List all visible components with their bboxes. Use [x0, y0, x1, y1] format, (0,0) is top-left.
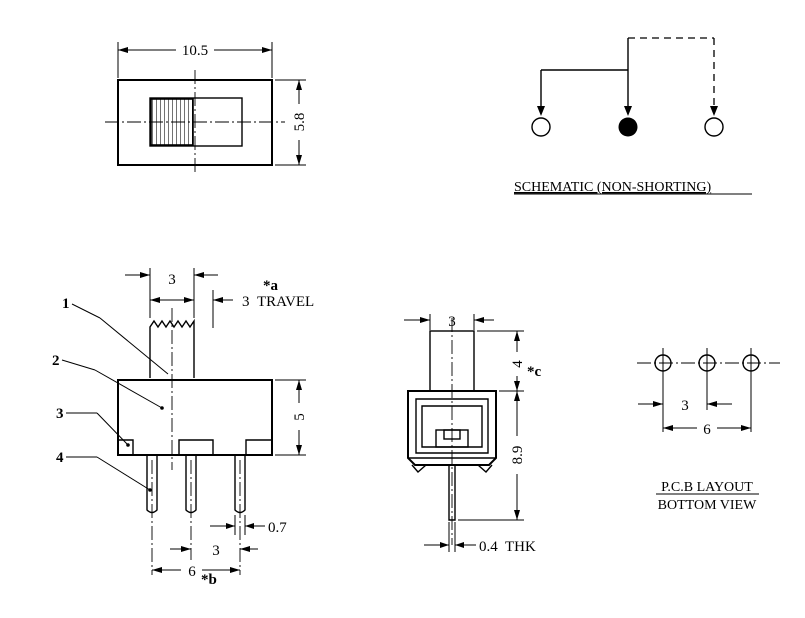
side-view-note-b: *b [201, 572, 217, 588]
end-view-pin [448, 465, 456, 521]
schematic-terminal-left [531, 117, 551, 137]
schematic: SCHEMATIC (NON-SHORTING) [514, 37, 752, 195]
side-view: 3 *a 3 TRAVEL 5 0.7 3 [52, 268, 314, 588]
pcb-span-dim: 6 [703, 422, 711, 438]
schematic-terminal-right [704, 117, 724, 137]
side-view-pin-pitch-dim: 3 [212, 543, 220, 559]
schematic-terminal-common [618, 117, 638, 137]
side-view-travel-dim: 3 [242, 294, 250, 310]
side-view-note-a: *a [263, 278, 279, 294]
side-view-travel-label: TRAVEL [257, 294, 314, 310]
end-view-thickness-dim: 0.4 [479, 539, 498, 555]
schematic-caption: SCHEMATIC (NON-SHORTING) [514, 180, 711, 195]
end-view-note-c: *c [527, 364, 542, 380]
pcb-caption-line1: P.C.B LAYOUT [661, 480, 753, 495]
end-view: 3 4 *c 8.9 0.4 THK [404, 314, 542, 555]
side-view-pin-width-dim: 0.7 [268, 520, 287, 536]
top-view-height-dim: 5.8 [292, 113, 308, 132]
callout-1: 1 [62, 296, 70, 312]
top-view-width-dim: 10.5 [182, 43, 208, 59]
side-view-pin-span-dim: 6 [188, 564, 196, 580]
callout-2: 2 [52, 353, 60, 369]
side-view-housing [117, 379, 273, 456]
pcb-caption-line2: BOTTOM VIEW [658, 498, 757, 513]
end-view-thickness-label: THK [505, 539, 536, 555]
pcb-layout: 3 6 P.C.B LAYOUT BOTTOM VIEW [637, 348, 780, 513]
side-view-body-height-dim: 5 [292, 413, 308, 421]
end-view-actuator-width-dim: 3 [448, 314, 456, 330]
end-view-body-height-dim: 8.9 [510, 446, 526, 465]
callout-4: 4 [56, 450, 64, 466]
end-view-actuator-height-dim: 4 [510, 360, 526, 368]
top-view: 10.5 5.8 [105, 42, 308, 175]
side-view-actuator [149, 318, 195, 378]
pcb-pitch-dim: 3 [681, 398, 689, 414]
side-view-actuator-width-dim: 3 [168, 272, 176, 288]
callout-3: 3 [56, 406, 64, 422]
